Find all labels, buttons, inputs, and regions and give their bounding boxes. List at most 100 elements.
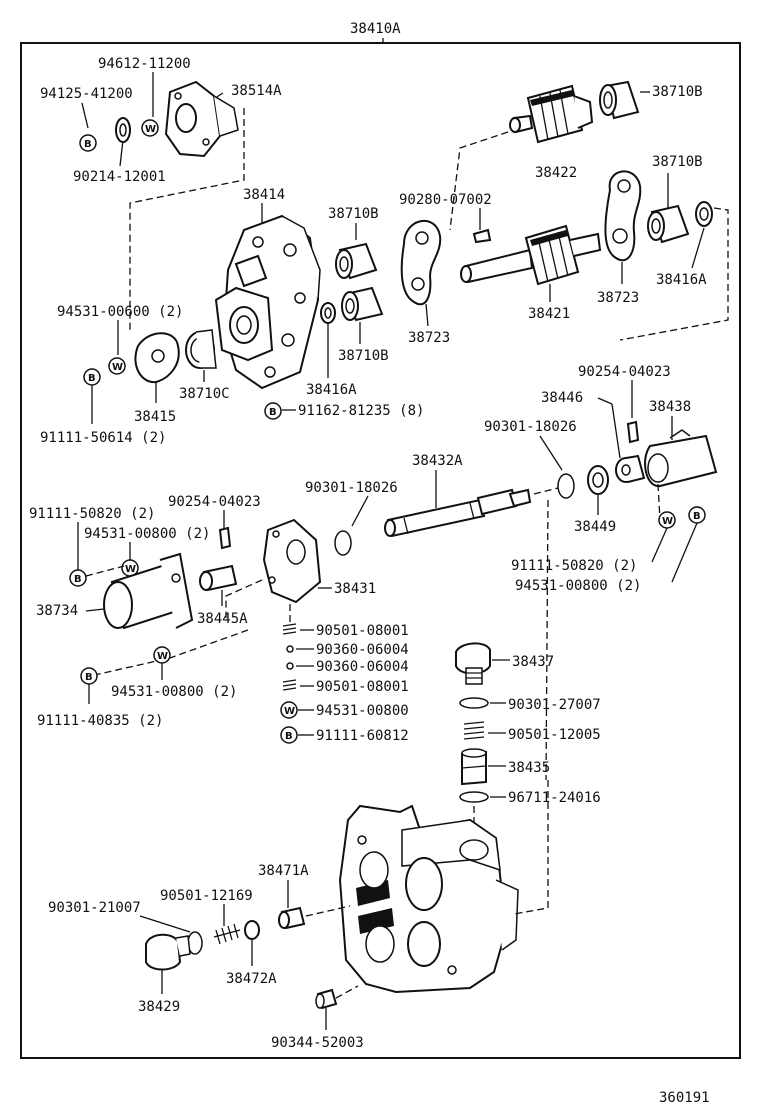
label-90344-52003: 90344-52003 — [271, 1035, 364, 1051]
label-91111-50614: 91111-50614 (2) — [40, 430, 166, 446]
label-38438: 38438 — [649, 399, 691, 415]
svg-text:W: W — [662, 516, 673, 527]
bolt-badge-38514A: B — [79, 134, 97, 152]
label-38710C: 38710C — [179, 386, 230, 402]
ball-90360-06004-a — [286, 645, 294, 653]
label-96711-24016: 96711-24016 — [508, 790, 601, 806]
spring-90501-12169 — [213, 923, 241, 945]
bushing-38710B-top — [599, 80, 640, 120]
pin-90254-right — [626, 420, 640, 444]
label-90301-18026-left: 90301-18026 — [305, 480, 398, 496]
plug-38429 — [145, 933, 191, 971]
label-91162-81235: 91162-81235 (8) — [298, 403, 424, 419]
label-94531-00600: 94531-00600 (2) — [57, 304, 183, 320]
svg-text:B: B — [85, 672, 93, 683]
label-90501-12169: 90501-12169 — [160, 888, 253, 904]
svg-text:B: B — [74, 574, 82, 585]
label-90301-27007: 90301-27007 — [508, 697, 601, 713]
ring-38416A-right — [695, 201, 713, 227]
washer-badge-38415: W — [108, 357, 126, 375]
svg-text:W: W — [125, 564, 136, 575]
label-38421: 38421 — [528, 306, 570, 322]
label-90360-06004-a: 90360-06004 — [316, 642, 409, 658]
body-38734 — [103, 552, 194, 630]
plug-38437 — [455, 642, 491, 685]
bushing-38710B-right — [647, 204, 690, 244]
oring-90301-left — [334, 530, 352, 556]
label-38723-right: 38723 — [597, 290, 639, 306]
label-38446: 38446 — [541, 390, 583, 406]
bolt-badge-list: B — [280, 726, 298, 744]
label-38472A: 38472A — [226, 971, 277, 987]
label-90254-04023-right: 90254-04023 — [578, 364, 671, 380]
label-38514A: 38514A — [231, 83, 282, 99]
label-90214-12001: 90214-12001 — [73, 169, 166, 185]
shaft-38432A — [384, 488, 532, 538]
label-94531-00800-list: 94531-00800 — [316, 703, 409, 719]
label-38471A: 38471A — [258, 863, 309, 879]
ball-90360-06004-b — [286, 662, 294, 670]
label-38432A: 38432A — [412, 453, 463, 469]
flange-38415 — [134, 332, 180, 384]
label-38734: 38734 — [36, 603, 78, 619]
label-91111-40835: 91111-40835 (2) — [37, 713, 163, 729]
collar-38446 — [615, 454, 646, 483]
svg-text:W: W — [157, 651, 168, 662]
plunger-38445A — [199, 564, 238, 592]
label-38429: 38429 — [138, 999, 180, 1015]
bolt-badge-38415: B — [83, 368, 101, 386]
label-38710B-top: 38710B — [652, 84, 703, 100]
label-38710B-mid: 38710B — [328, 206, 379, 222]
svg-text:B: B — [84, 139, 92, 150]
svg-text:B: B — [88, 373, 96, 384]
key-90280 — [472, 228, 492, 244]
bushing-38710B-mid — [335, 242, 378, 280]
oring-90301-27007 — [459, 697, 489, 709]
valve-body-38438 — [644, 429, 718, 487]
plate-38723-right — [604, 170, 642, 262]
pin-90254-left — [218, 526, 232, 550]
svg-text:W: W — [112, 362, 123, 373]
spring-90501-08001-b — [282, 679, 297, 691]
housing-38414 — [214, 214, 321, 390]
cover-38514A — [164, 80, 239, 158]
label-38431: 38431 — [334, 581, 376, 597]
ring-38449 — [587, 465, 609, 495]
bolt-badge-38438: B — [688, 506, 706, 524]
label-38449: 38449 — [574, 519, 616, 535]
label-38416A-right: 38416A — [656, 272, 707, 288]
label-94531-00800-left: 94531-00800 (2) — [84, 526, 210, 542]
svg-text:B: B — [693, 511, 701, 522]
diagram-frame — [20, 42, 741, 1059]
label-91111-50820-left: 91111-50820 (2) — [29, 506, 155, 522]
label-38415: 38415 — [134, 409, 176, 425]
svg-text:B: B — [285, 731, 293, 742]
label-90280-07002: 90280-07002 — [399, 192, 492, 208]
bolt-badge-38734: B — [69, 569, 87, 587]
label-90254-04023-left: 90254-04023 — [168, 494, 261, 510]
label-94125-41200: 94125-41200 — [40, 86, 133, 102]
cover-38431 — [262, 518, 322, 604]
gear-38422 — [509, 84, 594, 144]
oring-96711-24016 — [459, 791, 489, 803]
bolt-badge-91162: B — [264, 402, 282, 420]
seal-38710C — [185, 329, 217, 369]
label-94531-00800-lower: 94531-00800 (2) — [111, 684, 237, 700]
label-38414: 38414 — [243, 187, 285, 203]
plug-90344-52003 — [315, 988, 338, 1010]
sleeve-38471A — [278, 906, 306, 930]
spring-90501-08001-a — [282, 623, 297, 635]
label-90301-18026-right: 90301-18026 — [484, 419, 577, 435]
label-38710B-right: 38710B — [652, 154, 703, 170]
ball-38472A — [244, 920, 260, 940]
label-90501-12005: 90501-12005 — [508, 727, 601, 743]
label-94612-11200: 94612-11200 — [98, 56, 191, 72]
label-90301-21007: 90301-21007 — [48, 900, 141, 916]
bushing-38710B-low — [341, 286, 384, 322]
label-90501-08001-a: 90501-08001 — [316, 623, 409, 639]
label-94531-00800-right: 94531-00800 (2) — [515, 578, 641, 594]
label-38416A-mid: 38416A — [306, 382, 357, 398]
lock-washer-90214 — [115, 117, 131, 143]
label-90360-06004-b: 90360-06004 — [316, 659, 409, 675]
